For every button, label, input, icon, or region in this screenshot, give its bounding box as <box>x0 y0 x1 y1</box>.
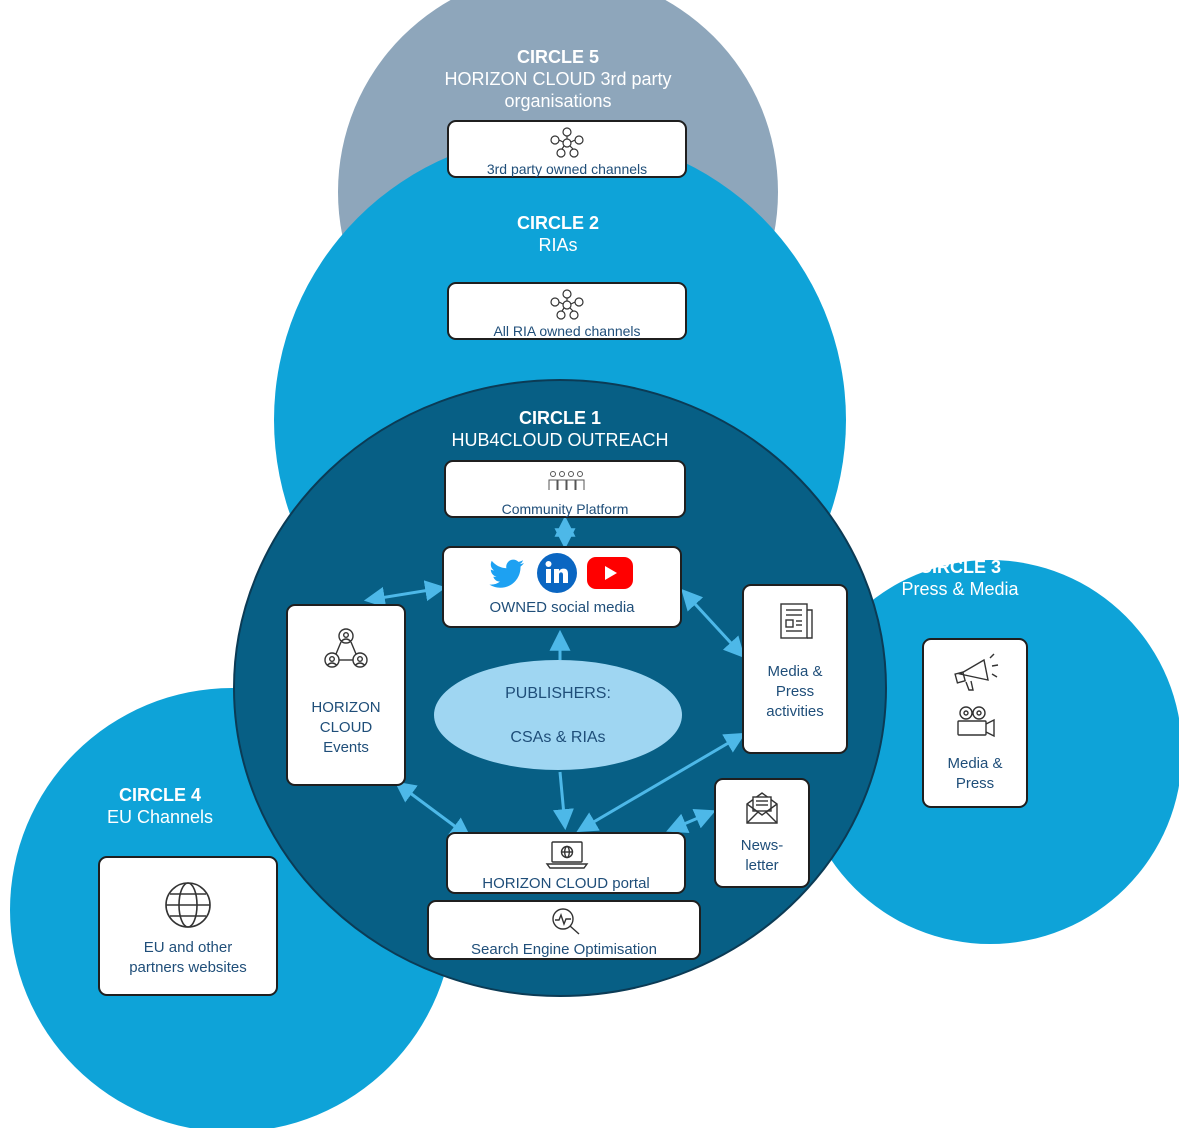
media-press-label: Media & Press <box>924 754 1026 794</box>
circle-5-line2: organisations <box>504 91 612 111</box>
seo-label: Search Engine Optimisation <box>471 941 657 958</box>
circle-4-title: CIRCLE 4 <box>118 785 201 805</box>
network-icon <box>550 127 584 158</box>
circle-1-label: CIRCLE 1 HUB4CLOUD OUTREACH <box>400 407 720 451</box>
eu-websites-line2: partners websites <box>129 959 247 976</box>
social-media-box: OWNED social media <box>442 546 682 628</box>
arrow-events-social <box>363 580 447 608</box>
circle-3-title: CIRCLE 3 <box>918 557 1001 577</box>
seo-box: Search Engine Optimisation <box>427 900 701 960</box>
newsletter-label: News- letter <box>716 836 808 876</box>
events-box: HORIZON CLOUD Events <box>286 604 406 786</box>
circle-4-label: CIRCLE 4 EU Channels <box>60 784 260 828</box>
events-line1: HORIZON <box>311 699 381 716</box>
media-press-box: Media & Press <box>922 638 1028 808</box>
camera-icon <box>957 706 995 738</box>
globe-icon <box>165 882 211 928</box>
media-press-activities-line3: activities <box>766 703 824 720</box>
newsletter-box: News- letter <box>714 778 810 888</box>
circle-5-label: CIRCLE 5 HORIZON CLOUD 3rd party organis… <box>380 46 736 112</box>
arrow-events-portal <box>394 781 472 839</box>
circle-4-line1: EU Channels <box>106 807 214 827</box>
eu-websites-box: EU and other partners websites <box>98 856 278 996</box>
circle-3-line1: Press & Media <box>901 579 1019 599</box>
circle-1-line1: HUB4CLOUD OUTREACH <box>451 430 669 450</box>
third-party-channels-box: 3rd party owned channels <box>447 120 687 178</box>
community-platform-box: Community Platform <box>444 460 686 518</box>
events-line2: CLOUD <box>319 719 373 736</box>
newsletter-line2: letter <box>745 857 779 874</box>
publishers-ellipse <box>434 660 682 770</box>
events-line3: Events <box>323 739 369 756</box>
youtube-icon <box>587 557 633 589</box>
eu-websites-line1: EU and other <box>143 939 233 956</box>
media-press-line1: Media & <box>947 755 1003 772</box>
circle-2-title: CIRCLE 2 <box>516 213 599 233</box>
arrow-social-media-activities <box>681 588 745 659</box>
media-press-line2: Press <box>955 775 995 792</box>
media-press-activities-line1: Media & <box>767 663 823 680</box>
circle-3-label: CIRCLE 3 Press & Media <box>870 556 1050 600</box>
media-press-activities-label: Media & Press activities <box>744 662 846 722</box>
arrow-newsletter-portal <box>666 808 716 834</box>
media-press-activities-box: Media & Press activities <box>742 584 848 754</box>
community-platform-label: Community Platform <box>501 501 629 517</box>
twitter-icon <box>489 559 524 588</box>
third-party-channels-label: 3rd party owned channels <box>486 161 648 177</box>
media-press-activities-line2: Press <box>775 683 815 700</box>
circle-5-title: CIRCLE 5 <box>516 47 599 67</box>
circle-2-line1: RIAs <box>538 235 578 255</box>
social-media-label: OWNED social media <box>489 599 635 616</box>
publishers-subtitle: CSAs & RIAs <box>510 729 606 746</box>
eu-websites-label: EU and other partners websites <box>100 938 276 978</box>
search-chart-icon <box>552 908 580 935</box>
envelope-icon <box>746 792 778 824</box>
portal-box: HORIZON CLOUD portal <box>446 832 686 894</box>
portal-label: HORIZON CLOUD portal <box>482 875 650 892</box>
publishers-title: PUBLISHERS: <box>505 685 611 702</box>
ria-channels-box: All RIA owned channels <box>447 282 687 340</box>
arrow-media-activities-portal <box>576 732 746 833</box>
megaphone-icon <box>954 653 999 691</box>
laptop-globe-icon <box>545 841 589 869</box>
newsletter-line1: News- <box>740 837 784 854</box>
circle-2-label: CIRCLE 2 RIAs <box>430 212 686 256</box>
people-icon <box>548 471 585 490</box>
ria-channels-label: All RIA owned channels <box>493 323 641 339</box>
circle-1-title: CIRCLE 1 <box>518 408 601 428</box>
network-icon <box>550 289 584 320</box>
events-label: HORIZON CLOUD Events <box>288 698 404 758</box>
group-icon <box>324 628 368 668</box>
arrow-publishers-portal <box>552 771 574 831</box>
circle-5-line1: HORIZON CLOUD 3rd party <box>444 69 672 89</box>
linkedin-icon <box>537 553 577 593</box>
newspaper-icon <box>780 603 813 639</box>
